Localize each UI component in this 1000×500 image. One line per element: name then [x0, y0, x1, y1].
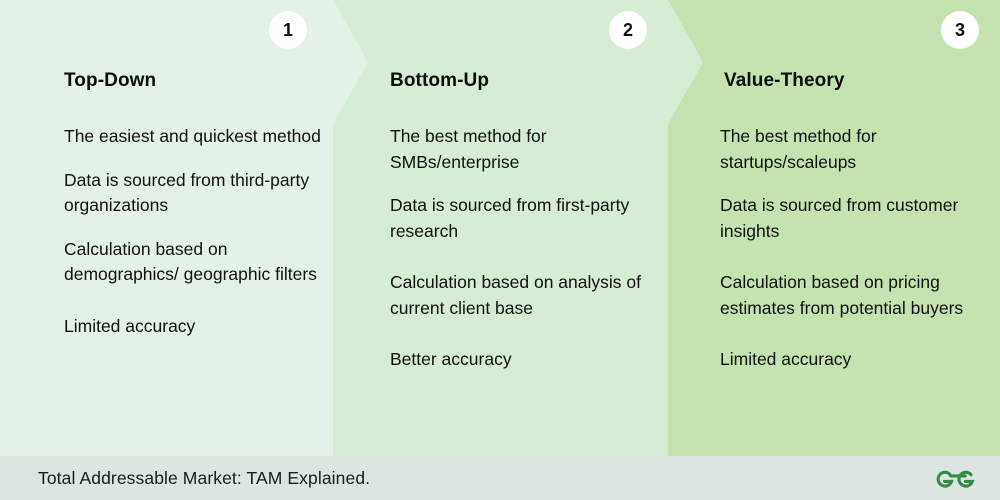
- step-number-badge-1: 1: [269, 11, 307, 49]
- bullet-item: Data is sourced from customer insights: [720, 195, 959, 241]
- column-bullets-2: The best method for SMBs/enterprise Data…: [390, 124, 662, 373]
- step-number-2: 2: [622, 20, 633, 40]
- bullet-item: Data is sourced from first-party researc…: [390, 195, 630, 241]
- bullet-item: Calculation based on analysis of current…: [390, 272, 641, 318]
- column-shape-3: [668, 0, 1000, 456]
- column-shape-2: [333, 0, 703, 456]
- step-number-3: 3: [954, 20, 965, 40]
- bullet-item: The best method for startups/scaleups: [720, 126, 877, 172]
- bullet-item: The easiest and quickest method: [64, 126, 321, 146]
- column-title-3: Value-Theory: [724, 70, 845, 91]
- column-top-down: 1 Top-Down The easiest and quickest meth…: [0, 0, 333, 456]
- column-bullets-3: The best method for startups/scaleups Da…: [720, 124, 992, 373]
- column-title-1: Top-Down: [64, 70, 157, 91]
- step-number-badge-2: 2: [609, 11, 647, 49]
- bullet-item: Better accuracy: [390, 349, 512, 369]
- bullet-item: Calculation based on pricing estimates f…: [720, 272, 964, 318]
- bullet-item: Limited accuracy: [64, 315, 196, 336]
- step-number-1: 1: [282, 20, 293, 40]
- column-title-2: Bottom-Up: [390, 70, 490, 91]
- bullet-item: Calculation based on demographics/ geogr…: [64, 238, 317, 285]
- footer-bar: Total Addressable Market: TAM Explained.: [0, 456, 1000, 500]
- bullet-item: Limited accuracy: [720, 349, 852, 369]
- bullet-item: Data is sourced from third-party organiz…: [64, 169, 310, 216]
- column-shape-1: [0, 0, 368, 456]
- bullet-item: The best method for SMBs/enterprise: [390, 126, 547, 172]
- geeksforgeeks-logo: [934, 464, 982, 492]
- footer-caption: Total Addressable Market: TAM Explained.: [38, 467, 371, 488]
- columns-band: [0, 0, 1000, 456]
- step-number-badge-3: 3: [941, 11, 979, 49]
- column-bottom-up: 2 Bottom-Up The best method for SMBs/ent…: [333, 0, 668, 456]
- column-value-theory: 3 Value-Theory The best method for start…: [668, 0, 1000, 456]
- column-bullets-1: The easiest and quickest method Data is …: [64, 124, 326, 339]
